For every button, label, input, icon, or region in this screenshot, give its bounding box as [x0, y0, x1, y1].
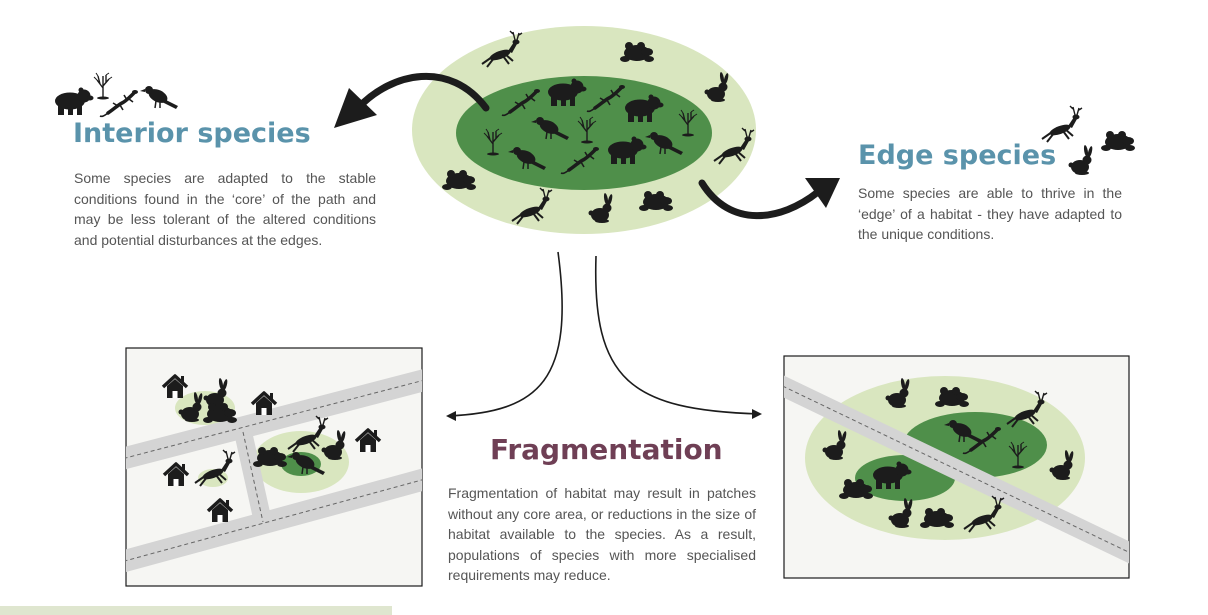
- interior-species-icons: [55, 72, 179, 119]
- bear-icon: [55, 87, 94, 115]
- frog-icon: [1101, 131, 1135, 151]
- main-habitat: [412, 26, 756, 234]
- arrow-to-edge: [698, 178, 840, 220]
- tree-icon: [93, 72, 113, 101]
- fragmentation-description: Fragmentation of habitat may result in p…: [448, 485, 756, 583]
- rabbit-icon: [1068, 144, 1094, 175]
- interior-species-description: Some species are adapted to the stable c…: [74, 170, 376, 248]
- edge-species-description: Some species are able to thrive in the ‘…: [858, 185, 1122, 242]
- interior-species-title: Interior species: [73, 118, 311, 149]
- arrow-to-interior: [334, 72, 490, 128]
- road-bisected-habitat-panel: [783, 355, 1130, 579]
- habitat-core-zone: [456, 76, 712, 190]
- footer-strip: [0, 606, 392, 615]
- fragmentation-title: Fragmentation: [490, 433, 723, 466]
- deer-icon: [1041, 105, 1083, 143]
- fragmented-landscape-panel: [125, 347, 423, 587]
- edge-species-title: Edge species: [858, 140, 1057, 171]
- fragmentation-split-lines: [446, 251, 762, 421]
- bird-icon: [139, 85, 179, 110]
- lizard-icon: [98, 88, 140, 119]
